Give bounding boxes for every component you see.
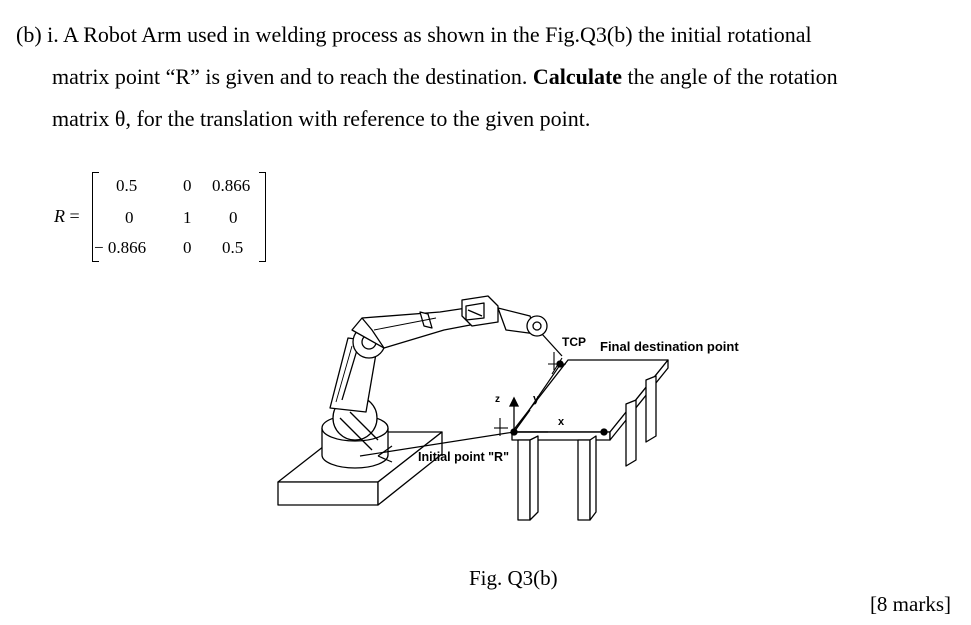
question-line-1: (b) i. A Robot Arm used in welding proce… bbox=[16, 22, 812, 47]
matrix-cell-r2c3: 0 bbox=[229, 208, 238, 227]
matrix-cell-r1c3: 0.866 bbox=[212, 176, 251, 195]
welding-torch bbox=[497, 307, 563, 357]
initial-axes-icon bbox=[494, 418, 508, 436]
tcp-label: TCP bbox=[562, 335, 586, 349]
base-to-initial-line bbox=[359, 431, 515, 457]
table-corner-marker bbox=[600, 428, 608, 436]
question-keyword-calculate: Calculate bbox=[532, 64, 623, 89]
question-line-2: matrix point “R” is given and to reach t… bbox=[16, 56, 946, 98]
welding-table bbox=[511, 359, 669, 521]
robot-wrist bbox=[461, 295, 499, 327]
matrix-cell-r3c1: − 0.866 bbox=[94, 238, 147, 257]
matrix-left-bracket bbox=[92, 172, 99, 262]
initial-point-arrow bbox=[377, 455, 393, 463]
matrix-cell-r2c2: 1 bbox=[183, 208, 192, 227]
arm-detail-line bbox=[335, 345, 353, 403]
matrix-cell-r2c1: 0 bbox=[125, 208, 134, 227]
initial-point-label: Initial point "R" bbox=[418, 450, 509, 464]
question-line-2-end: the angle of the rotation bbox=[622, 64, 838, 89]
x-axis-label: x bbox=[558, 416, 565, 428]
z-axis-label: z bbox=[495, 394, 500, 405]
matrix-symbol: R bbox=[54, 206, 65, 226]
matrix-cell-r1c1: 0.5 bbox=[116, 176, 138, 195]
z-axis-arrowhead bbox=[508, 396, 520, 407]
y-axis-label: y bbox=[533, 393, 540, 405]
tcp-axes-icon bbox=[548, 352, 566, 375]
matrix-cell-r3c2: 0 bbox=[183, 238, 192, 257]
marks-allocation: [8 marks] bbox=[869, 592, 951, 616]
rotation-matrix: R = 0.5 0 0.866 0 1 0 − 0.866 0 0.5 bbox=[54, 172, 284, 264]
question-line-2-start: matrix point “R” is given and to reach t… bbox=[52, 64, 533, 89]
matrix-lhs: R = bbox=[54, 206, 80, 227]
matrix-equals: = bbox=[69, 206, 80, 226]
initial-point-arrow bbox=[377, 445, 393, 457]
matrix-cell-r1c2: 0 bbox=[183, 176, 192, 195]
destination-label: Final destination point bbox=[600, 339, 739, 354]
question-line-3: matrix θ, for the translation with refer… bbox=[52, 106, 591, 131]
figure-caption: Fig. Q3(b) bbox=[469, 566, 558, 590]
arm-detail-line bbox=[373, 317, 437, 331]
initial-point-marker bbox=[510, 428, 518, 436]
matrix-right-bracket bbox=[259, 172, 266, 262]
y-axis-arrow bbox=[513, 409, 531, 433]
matrix-cell-r3c3: 0.5 bbox=[222, 238, 244, 257]
question-text: (b) i. A Robot Arm used in welding proce… bbox=[16, 14, 946, 140]
